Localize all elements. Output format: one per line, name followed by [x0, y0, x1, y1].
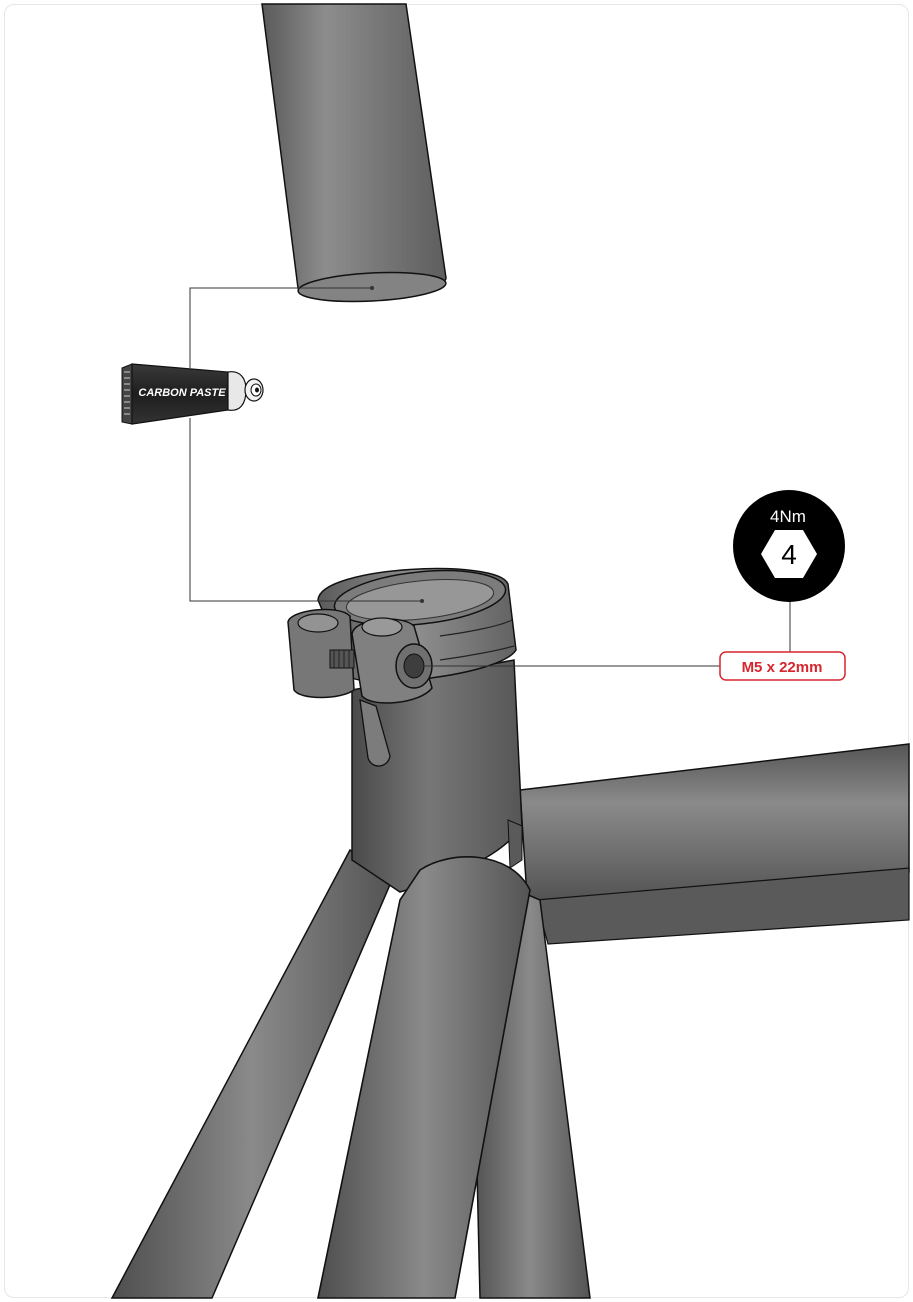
chain-stay-center: [317, 856, 531, 1299]
leader-dot-clamp: [420, 599, 424, 603]
torque-badge: 4Nm 4: [733, 490, 845, 602]
bolt-size-label: M5 x 22mm: [742, 659, 823, 676]
leader-dot-seatpost: [370, 286, 374, 290]
torque-value: 4Nm: [770, 507, 806, 526]
seat-clamp: [287, 567, 517, 767]
leader-lines: [189, 287, 791, 667]
bolt-size-tag: M5 x 22mm: [719, 651, 846, 681]
carbon-paste-tube-icon: CARBON PASTE: [121, 363, 264, 425]
hex-key-size: 4: [781, 539, 797, 570]
carbon-paste-label: CARBON PASTE: [138, 387, 226, 399]
seatpost: [261, 3, 447, 303]
hex-key-icon: 4: [761, 530, 817, 578]
top-tube: [519, 743, 910, 945]
